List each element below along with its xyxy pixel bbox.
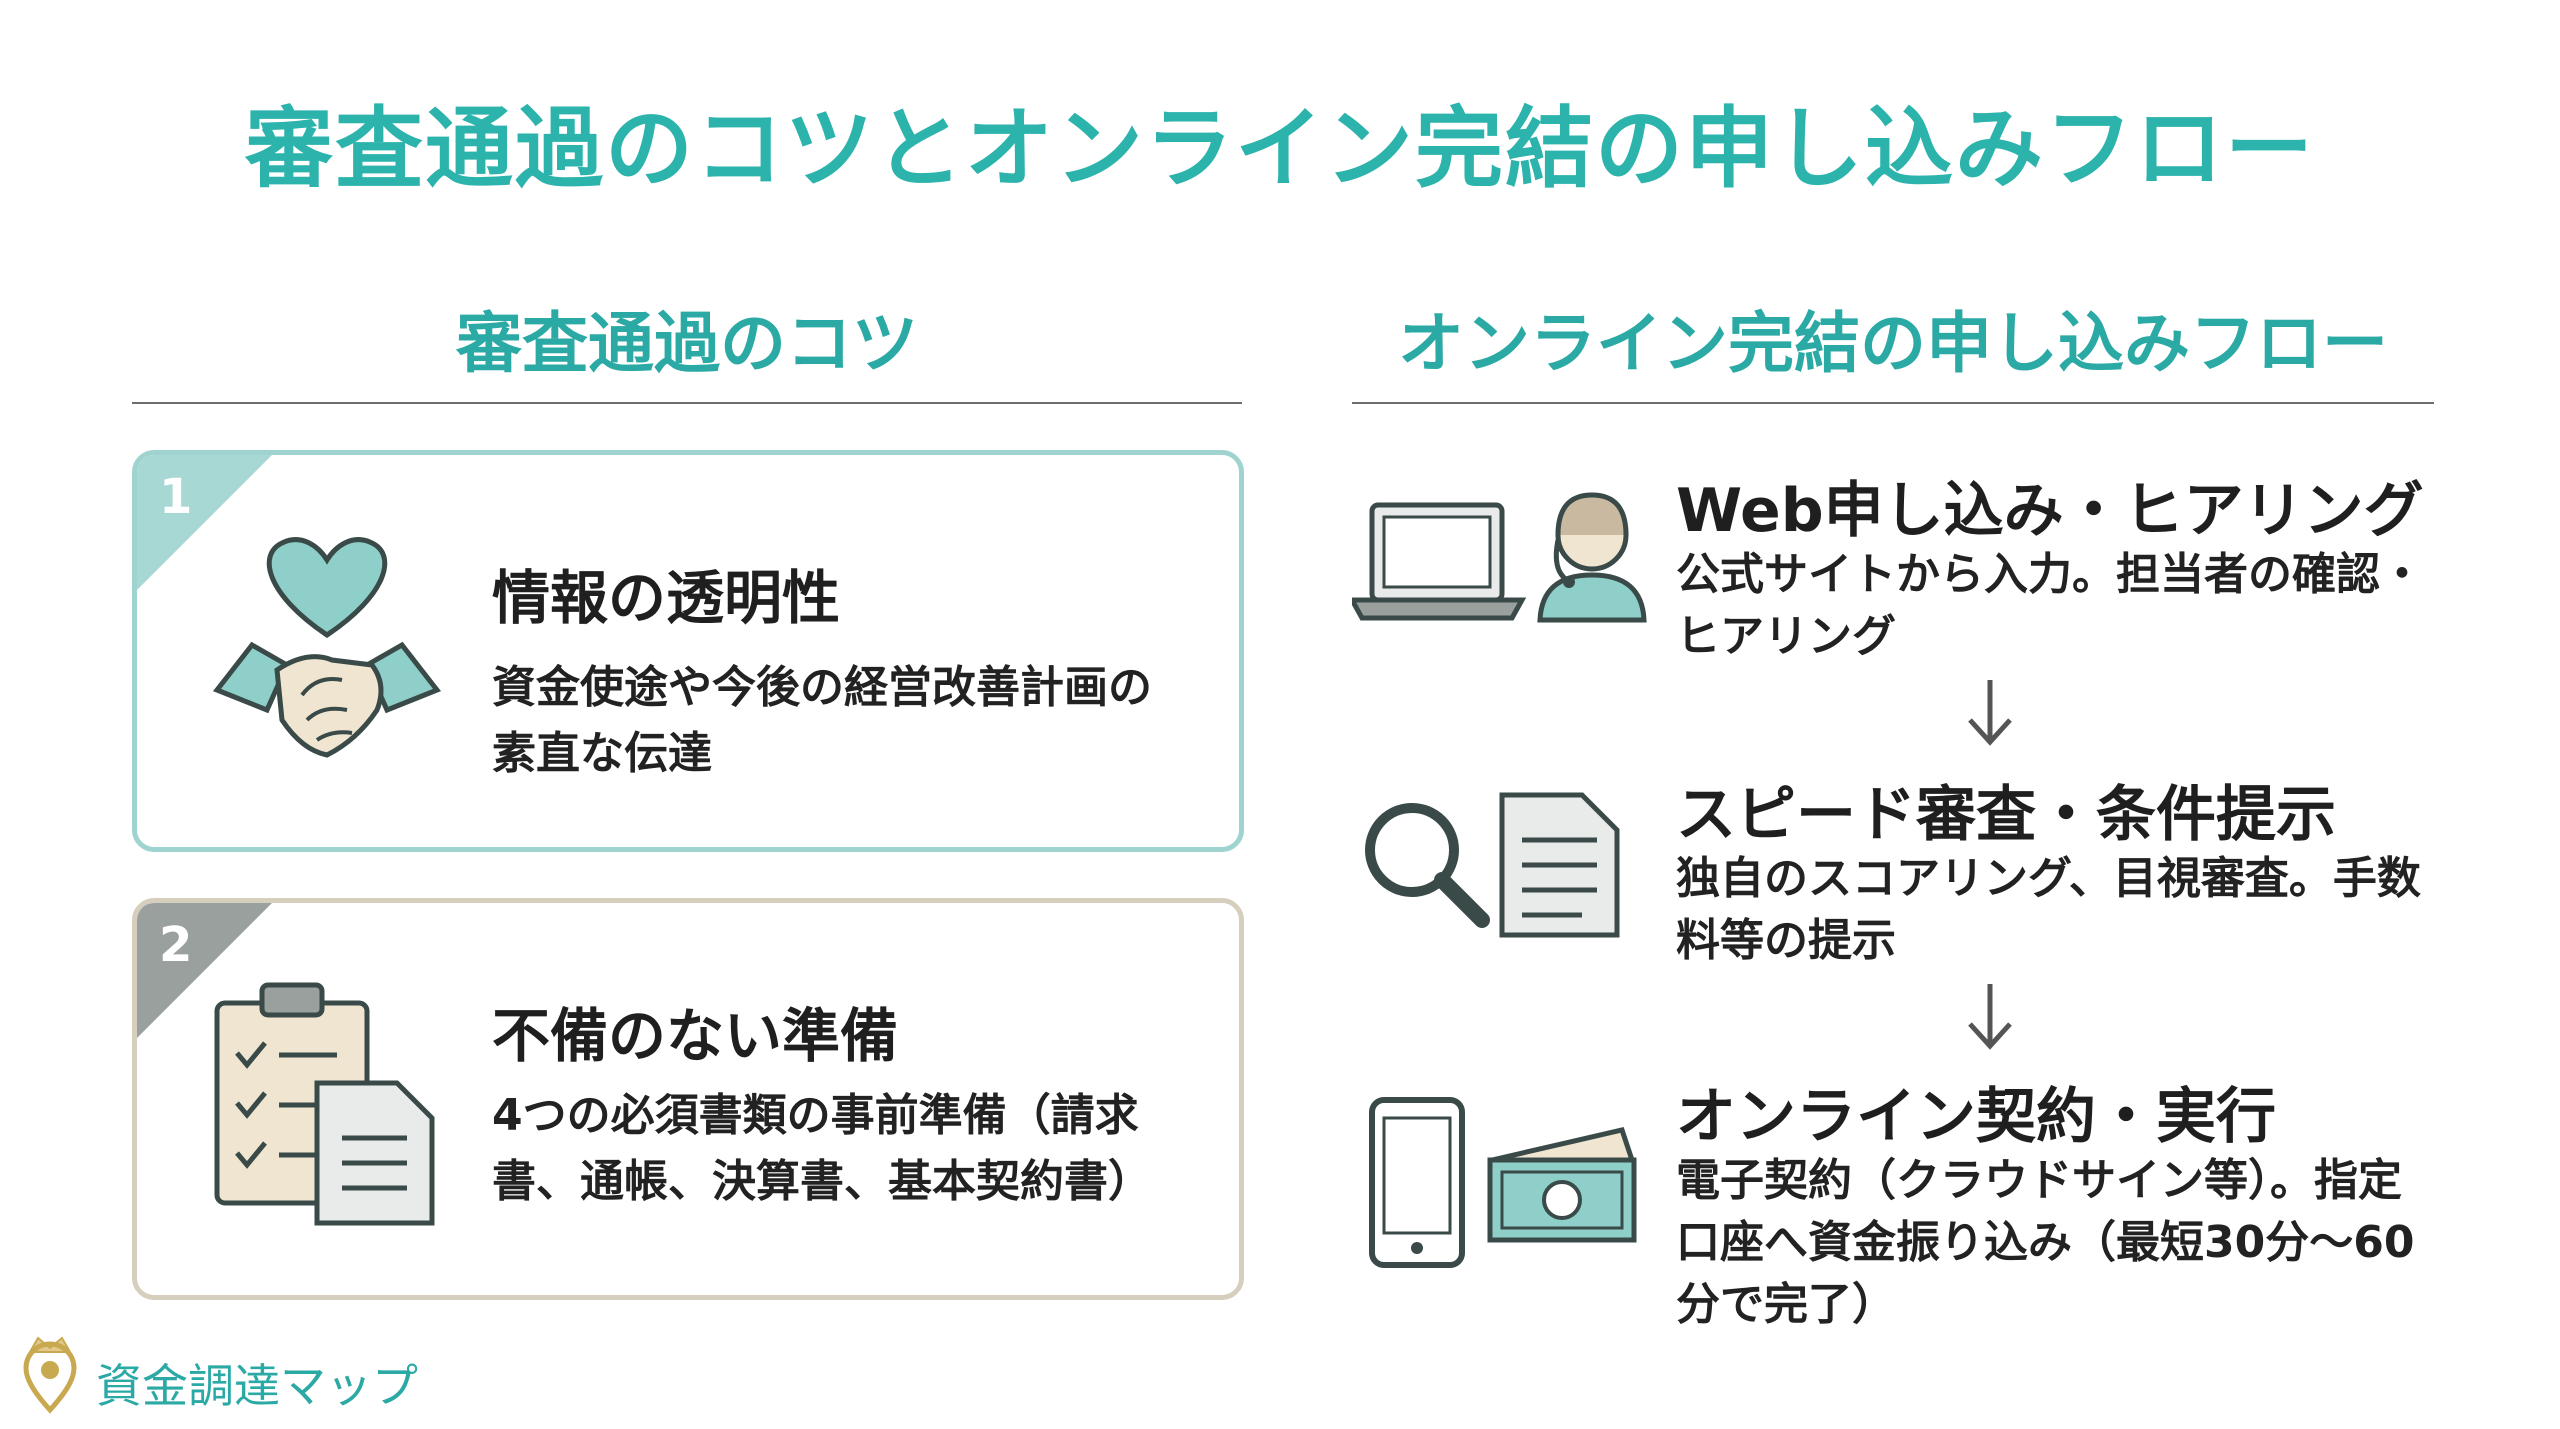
money-icon: [1487, 1127, 1637, 1243]
page-title: 審査通過のコツとオンライン完結の申し込みフロー: [244, 97, 2315, 200]
flow-step-description: 電子契約（クラウドサイン等）。指定口座へ資金振り込み（最短30分〜60分で完了）: [1676, 1155, 2415, 1330]
brand-logo: 資金調達マップ: [18, 1330, 438, 1414]
step-2-icons: [1365, 792, 1620, 938]
flow-section-title: オンライン完結の申し込みフロー: [1398, 305, 2388, 382]
flow-step-description: 独自のスコアリング、目視審査。手数料等の提示: [1676, 853, 2421, 966]
card-heading: 情報の透明性: [492, 564, 841, 632]
operator-icon: [1537, 492, 1647, 623]
crown-pin-icon: [23, 1336, 77, 1414]
checklist-documents-icon: [214, 982, 435, 1226]
card-number: 1: [159, 469, 193, 525]
document-icon: [1499, 792, 1620, 938]
tip-card-preparation: 2 不備のない準備 4つの必須書類の事前準備（請求書、通帳、決算書、基本契約書）: [132, 898, 1244, 1300]
step-3-icons: [1369, 1097, 1637, 1268]
card-corner-badge: [137, 455, 272, 590]
tips-divider: [132, 402, 1242, 404]
step-1-icons: [1352, 492, 1647, 623]
tips-section-title: 審査通過のコツ: [456, 305, 918, 382]
arrow-down-icon: [1968, 984, 2012, 1050]
flow-step-heading: オンライン契約・実行: [1676, 1082, 2276, 1152]
flow-step-heading: スピード審査・条件提示: [1676, 780, 2336, 850]
magnifier-icon: [1365, 803, 1490, 928]
arrow-down-icon: [1968, 680, 2012, 746]
flow-step-description: 公式サイトから入力。担当者の確認・ヒアリング: [1676, 549, 2424, 662]
brand-name: 資金調達マップ: [96, 1359, 418, 1413]
tip-card-transparency: 1 情報の透明性 資金使途や今後の経営改善計画の素直な伝達: [132, 450, 1244, 852]
flow-divider: [1352, 402, 2434, 404]
card-description: 資金使途や今後の経営改善計画の素直な伝達: [492, 662, 1152, 779]
card-number: 2: [159, 917, 193, 973]
card-heading: 不備のない準備: [492, 1002, 899, 1070]
smartphone-icon: [1369, 1097, 1465, 1268]
flow-step-heading: Web申し込み・ヒアリング: [1676, 476, 2424, 546]
card-description: 4つの必須書類の事前準備（請求書、通帳、決算書、基本契約書）: [492, 1090, 1152, 1207]
laptop-icon: [1352, 502, 1527, 621]
heart-handshake-icon: [212, 537, 442, 758]
